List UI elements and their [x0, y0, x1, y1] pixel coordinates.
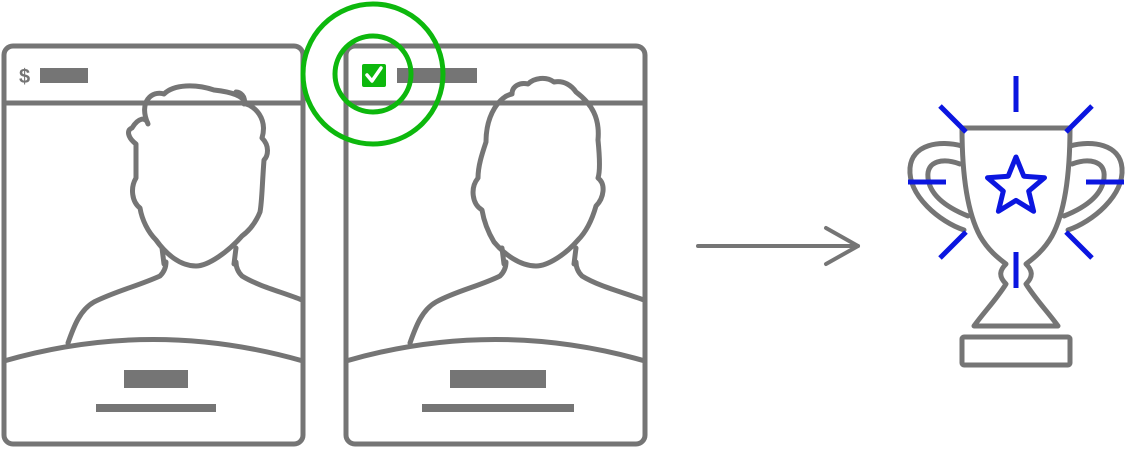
- sparkle-bottom-left: [938, 230, 968, 260]
- trophy-left-handle: [907, 141, 971, 233]
- card-a-currency-symbol: $: [19, 66, 30, 88]
- card-a-footer-line: [96, 404, 216, 412]
- card-a-frame: [1, 43, 306, 447]
- star-icon: [985, 154, 1047, 214]
- highlight-outer-ring: [300, 1, 446, 147]
- card-b-footer-line: [422, 404, 574, 412]
- card-a-footer-curve: [3, 337, 304, 364]
- card-b-footer-curve: [345, 337, 646, 364]
- variant-card-a: $: [1, 43, 306, 447]
- card-b-person-icon: [407, 75, 647, 346]
- card-b-frame: [343, 43, 648, 447]
- card-a-person-icon: [65, 83, 305, 346]
- variant-card-b: [343, 43, 648, 447]
- card-b-footer-bar: [450, 370, 546, 388]
- trophy-base: [959, 334, 1073, 368]
- sparkle-top-right: [1064, 104, 1094, 134]
- card-a-price-bar: [40, 68, 88, 83]
- trophy-cup: [959, 125, 1073, 329]
- card-b-label-bar: [397, 68, 477, 83]
- selection-highlight: [300, 1, 446, 147]
- checkmark-icon: [365, 66, 383, 83]
- trophy-right-handle: [1061, 141, 1125, 233]
- sparkle-bottom-right: [1064, 230, 1094, 260]
- sparkle-top-left: [938, 104, 968, 134]
- trophy-sparkles: [908, 76, 1124, 288]
- right-arrow-icon: [696, 226, 860, 266]
- card-a-footer-bar: [124, 370, 188, 388]
- highlight-inner-ring: [332, 33, 414, 115]
- trophy-icon: [907, 76, 1125, 368]
